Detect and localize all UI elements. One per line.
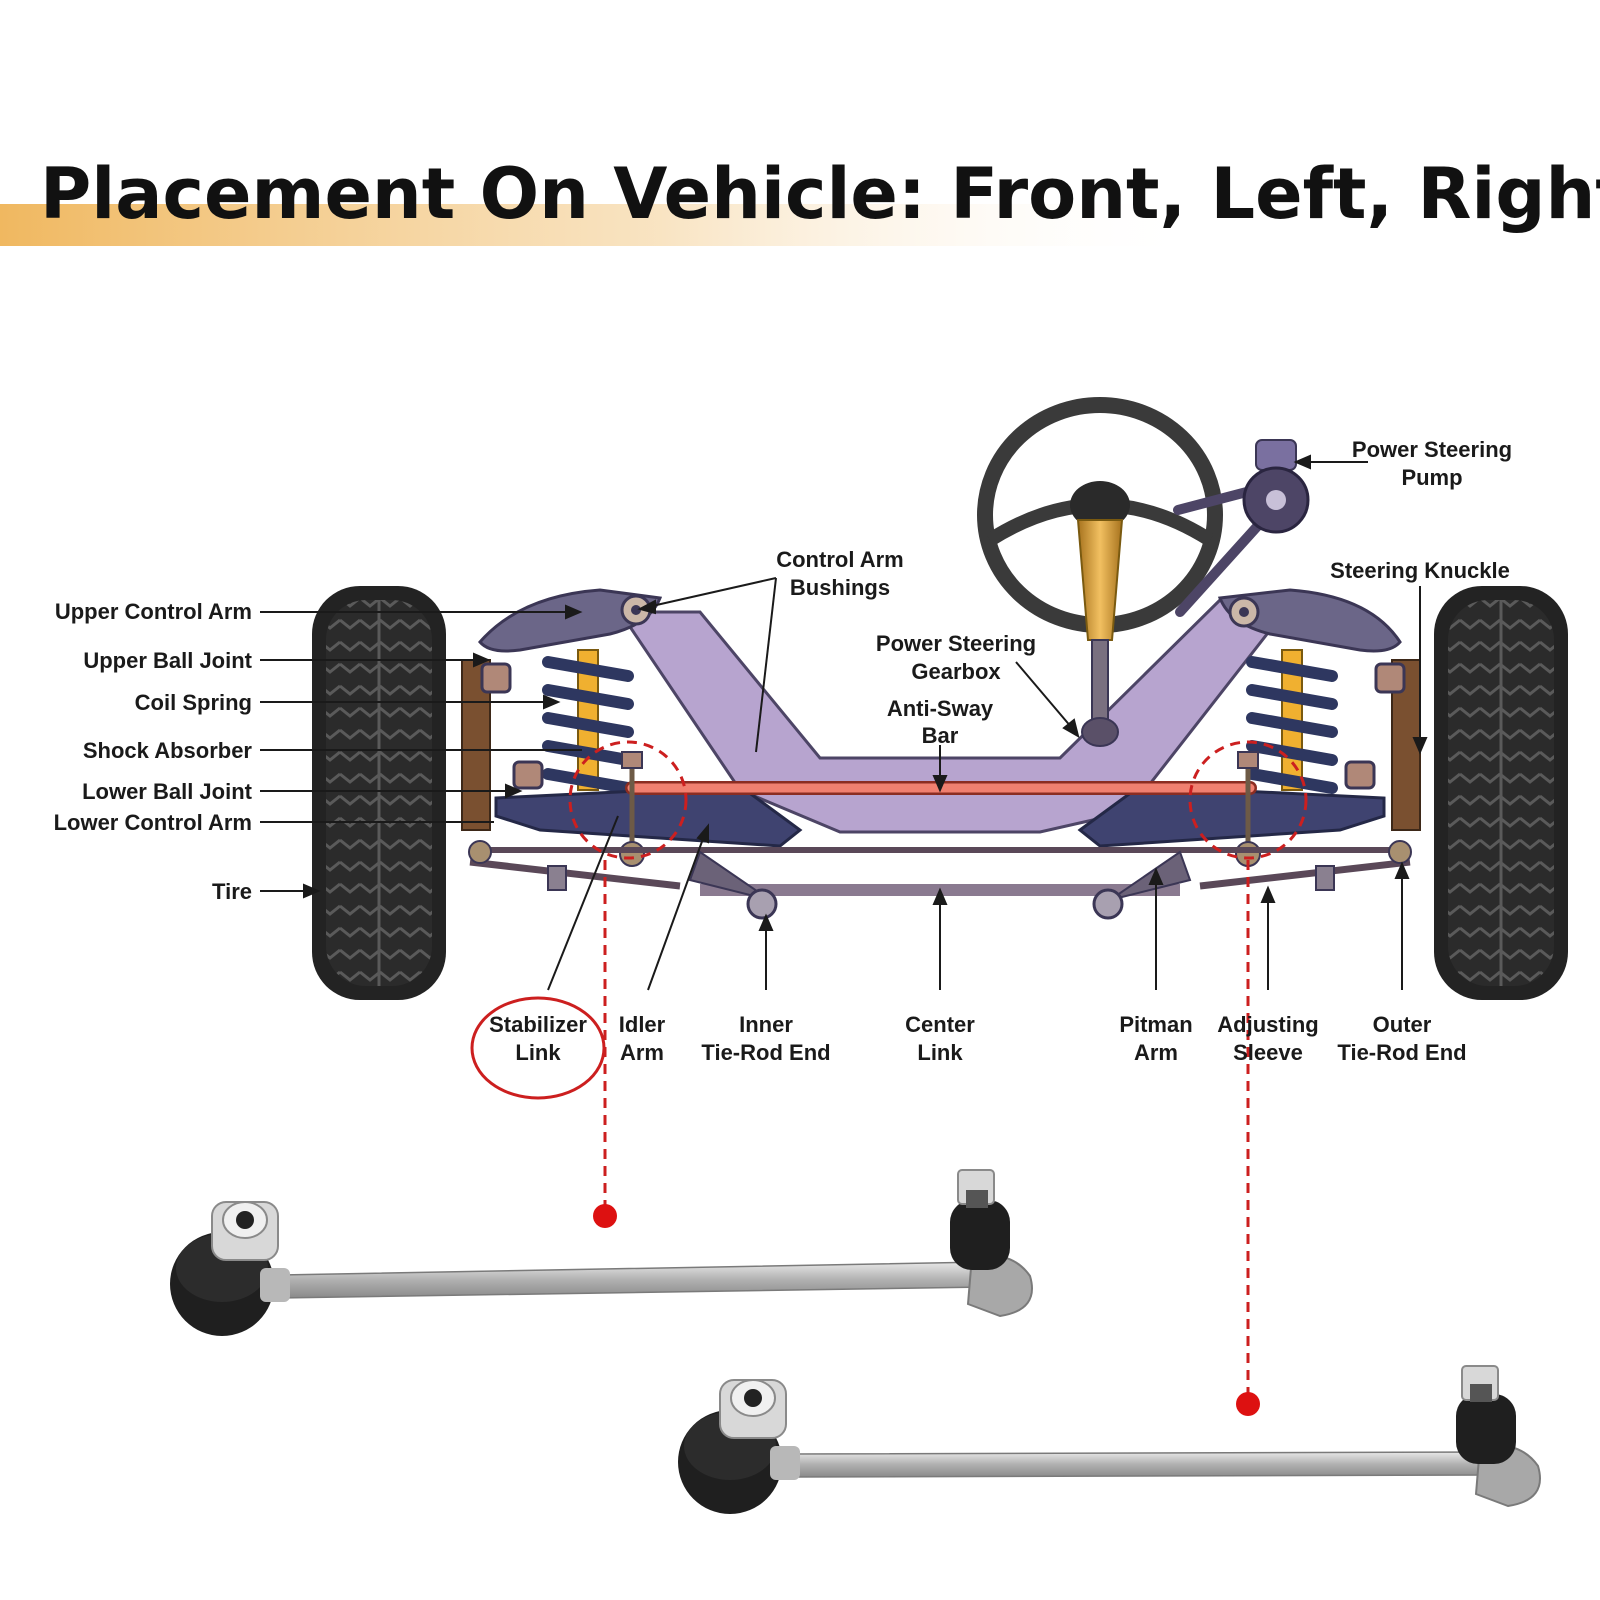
- label-idler-arm-1: Idler: [619, 1012, 666, 1037]
- label-inner-tie-rod-2: Tie-Rod End: [701, 1040, 830, 1065]
- label-anti-sway-bar-1: Anti-Sway: [887, 696, 994, 721]
- highlight-circle-left: [568, 740, 688, 860]
- label-idler-arm-2: Arm: [620, 1040, 664, 1065]
- label-stabilizer-link-2: Link: [515, 1040, 561, 1065]
- label-upper-ball-joint: Upper Ball Joint: [83, 648, 252, 673]
- label-steering-knuckle: Steering Knuckle: [1330, 558, 1510, 583]
- title-accent-bar: [0, 204, 1200, 246]
- label-power-steering-gearbox-2: Gearbox: [911, 659, 1001, 684]
- highlight-circle-right: [1188, 740, 1308, 860]
- steering-knuckle-right: [1391, 659, 1421, 831]
- label-stabilizer-link-1: Stabilizer: [489, 1012, 587, 1037]
- page-title: Placement On Vehicle: Front, Left, Right: [40, 153, 1600, 235]
- label-tire: Tire: [212, 879, 252, 904]
- label-center-link-2: Link: [917, 1040, 963, 1065]
- drop-dot-left: [593, 1204, 617, 1228]
- label-lower-control-arm: Lower Control Arm: [54, 810, 252, 835]
- label-adjusting-sleeve-2: Sleeve: [1233, 1040, 1303, 1065]
- stabilizer-link-product-2: [678, 1365, 1541, 1514]
- right-tire: [1434, 586, 1568, 1000]
- label-power-steering-pump-1: Power Steering: [1352, 437, 1512, 462]
- upper-control-arm-left: [478, 588, 663, 653]
- coil-spring-right: [1246, 649, 1338, 794]
- label-anti-sway-bar-2: Bar: [922, 723, 959, 748]
- stabilizer-link-product-1: [170, 1169, 1033, 1336]
- label-outer-tie-rod-1: Outer: [1373, 1012, 1432, 1037]
- stabilizer-label-circle: [470, 996, 606, 1100]
- upper-control-arm-right: [1217, 588, 1402, 653]
- label-shock-absorber: Shock Absorber: [83, 738, 253, 763]
- title-band: Placement On Vehicle: Front, Left, Right: [0, 153, 1600, 246]
- label-center-link-1: Center: [905, 1012, 975, 1037]
- label-pitman-arm-1: Pitman: [1119, 1012, 1192, 1037]
- steering-column: [1076, 519, 1124, 747]
- left-tire: [312, 586, 446, 1000]
- label-power-steering-gearbox-1: Power Steering: [876, 631, 1036, 656]
- power-steering-pump: [1173, 439, 1310, 617]
- part-labels: Upper Control Arm Upper Ball Joint Coil …: [54, 437, 1513, 1065]
- label-outer-tie-rod-2: Tie-Rod End: [1337, 1040, 1466, 1065]
- highlight-markers: [470, 740, 1308, 1395]
- label-lower-ball-joint: Lower Ball Joint: [82, 779, 253, 804]
- label-power-steering-pump-2: Pump: [1401, 465, 1462, 490]
- label-control-arm-bushings-1: Control Arm: [776, 547, 904, 572]
- ball-joints: [480, 662, 1406, 790]
- label-control-arm-bushings-2: Bushings: [790, 575, 890, 600]
- label-pitman-arm-2: Arm: [1134, 1040, 1178, 1065]
- label-inner-tie-rod-1: Inner: [739, 1012, 793, 1037]
- label-coil-spring: Coil Spring: [135, 690, 252, 715]
- leader-lines: [260, 454, 1428, 991]
- label-upper-control-arm: Upper Control Arm: [55, 599, 252, 624]
- label-adjusting-sleeve-1: Adjusting: [1217, 1012, 1318, 1037]
- coil-spring-left: [542, 649, 634, 794]
- drop-dot-right: [1236, 1392, 1260, 1416]
